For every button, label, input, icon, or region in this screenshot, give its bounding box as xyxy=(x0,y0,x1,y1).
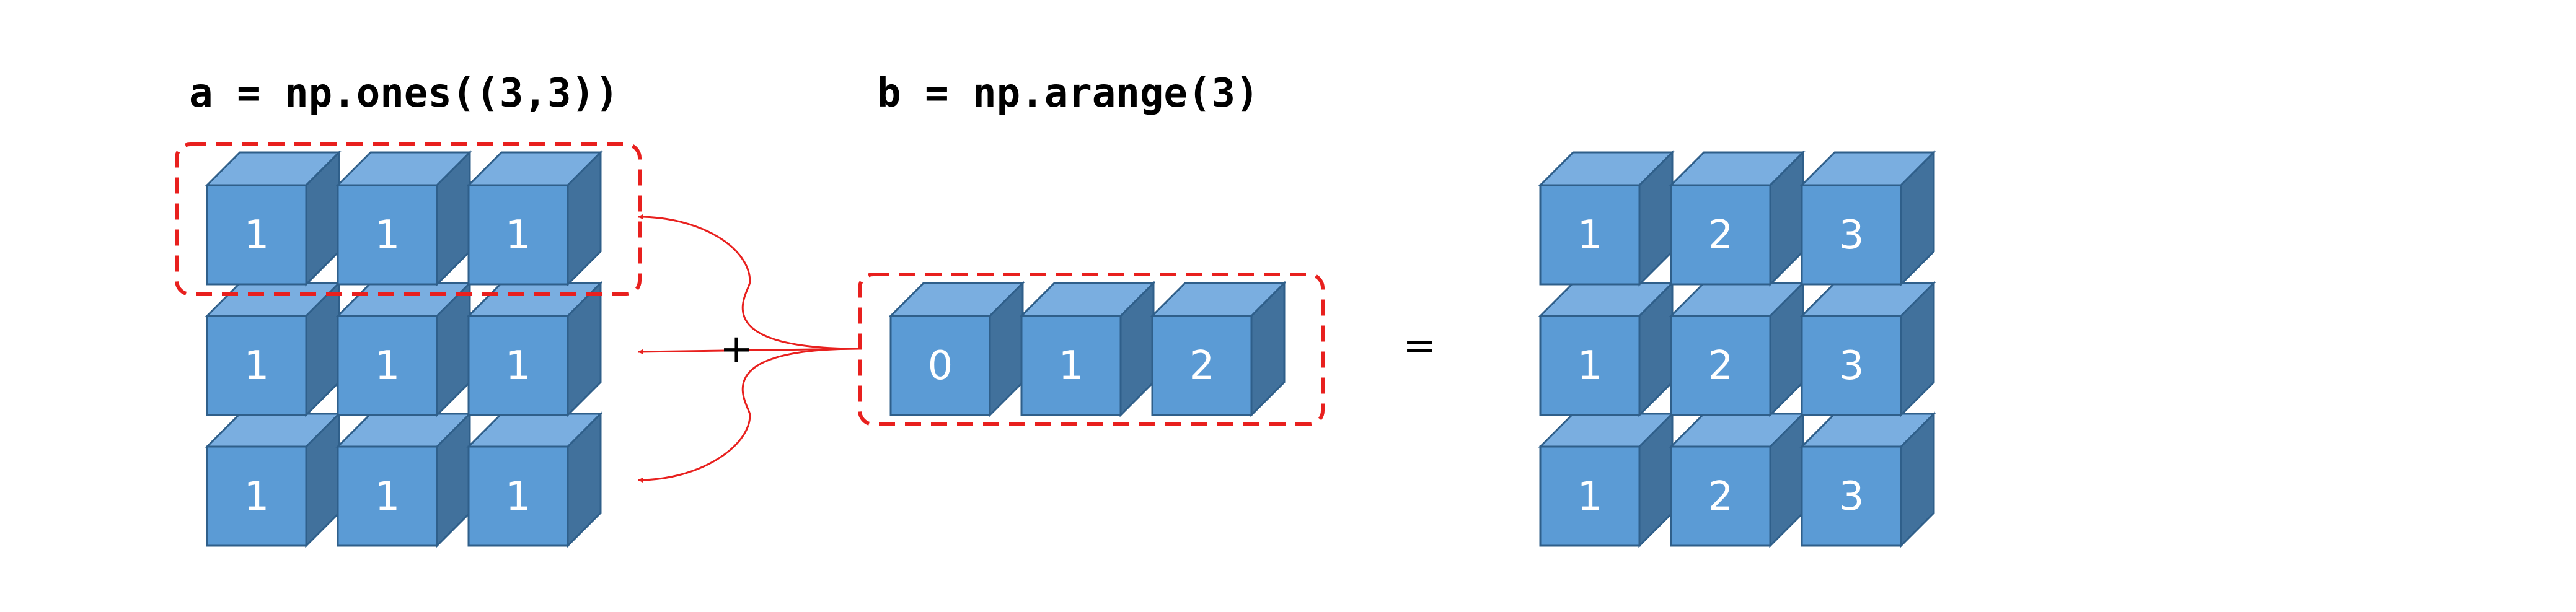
result-cube: 1 xyxy=(1538,281,1675,417)
equals-operator: = xyxy=(1403,323,1436,369)
cube-front-face xyxy=(467,445,569,547)
cube-front-face xyxy=(337,445,438,547)
cube-front-face xyxy=(1801,184,1902,286)
result-cube: 1 xyxy=(1538,411,1675,548)
cube-front-face xyxy=(467,315,569,416)
plus-operator: + xyxy=(720,326,753,372)
cube-value: 1 xyxy=(244,212,270,258)
cube-front-face xyxy=(1539,445,1641,547)
cube-front-face xyxy=(1539,315,1641,416)
cube-front-face xyxy=(1801,315,1902,416)
result-cube: 2 xyxy=(1669,281,1806,417)
array-a-cube: 1 xyxy=(466,411,603,548)
cube-value: 2 xyxy=(1708,212,1734,258)
cube-front-face xyxy=(889,315,991,416)
cube-front-face xyxy=(467,184,569,286)
result-cube: 2 xyxy=(1669,150,1806,287)
broadcast-arrow-row3 xyxy=(638,348,860,483)
array-a-expression: a = np.ones((3,3)) xyxy=(189,71,619,116)
result-cube: 1 xyxy=(1538,150,1675,287)
cube-value: 1 xyxy=(506,212,531,258)
cube-front-face xyxy=(1020,315,1122,416)
array-a-cube: 1 xyxy=(466,150,603,287)
array-a-grid: 1 1 1 1 1 1 1 1 1 xyxy=(205,150,603,548)
result-cube: 2 xyxy=(1669,411,1806,548)
array-a-cube: 1 xyxy=(205,281,342,417)
result-cube: 3 xyxy=(1799,411,1936,548)
cube-value: 2 xyxy=(1708,474,1734,520)
cube-front-face xyxy=(1539,184,1641,286)
cube-front-face xyxy=(1670,184,1771,286)
cube-value: 1 xyxy=(1577,212,1603,258)
cube-value: 1 xyxy=(244,474,270,520)
array-a-cube: 1 xyxy=(466,281,603,417)
cube-front-face xyxy=(1801,445,1902,547)
array-a-cube: 1 xyxy=(335,411,472,548)
cube-value: 3 xyxy=(1839,474,1864,520)
array-b-cube: 1 xyxy=(1019,281,1156,417)
cube-value: 1 xyxy=(506,474,531,520)
cube-front-face xyxy=(337,184,438,286)
result-grid: 1 2 3 1 2 3 1 2 3 xyxy=(1538,150,1936,548)
array-a-cube: 1 xyxy=(205,411,342,548)
array-b-expression: b = np.arange(3) xyxy=(877,71,1259,116)
cube-value: 1 xyxy=(1577,343,1603,389)
cube-value: 1 xyxy=(375,474,400,520)
cube-front-face xyxy=(1670,445,1771,547)
cube-value: 3 xyxy=(1839,212,1864,258)
cube-value: 1 xyxy=(375,343,400,389)
a-first-row-highlight xyxy=(175,142,642,296)
array-b-cube: 0 xyxy=(888,281,1025,417)
cube-value: 1 xyxy=(375,212,400,258)
cube-value: 1 xyxy=(1059,343,1084,389)
cube-front-face xyxy=(337,315,438,416)
cube-front-face xyxy=(206,184,307,286)
cube-value: 1 xyxy=(506,343,531,389)
cube-value: 0 xyxy=(928,343,953,389)
result-cube: 3 xyxy=(1799,281,1936,417)
cube-front-face xyxy=(1670,315,1771,416)
cube-value: 1 xyxy=(1577,474,1603,520)
cube-front-face xyxy=(206,445,307,547)
cube-front-face xyxy=(1151,315,1253,416)
result-cube: 3 xyxy=(1799,150,1936,287)
broadcast-arrow-row1 xyxy=(638,214,860,350)
array-b-cube: 2 xyxy=(1150,281,1287,417)
cube-value: 2 xyxy=(1708,343,1734,389)
array-b-row: 0 1 2 xyxy=(888,281,1287,417)
cube-value: 2 xyxy=(1189,343,1215,389)
array-a-cube: 1 xyxy=(335,281,472,417)
array-a-cube: 1 xyxy=(205,150,342,287)
cube-value: 1 xyxy=(244,343,270,389)
cube-value: 3 xyxy=(1839,343,1864,389)
cube-front-face xyxy=(206,315,307,416)
array-a-cube: 1 xyxy=(335,150,472,287)
